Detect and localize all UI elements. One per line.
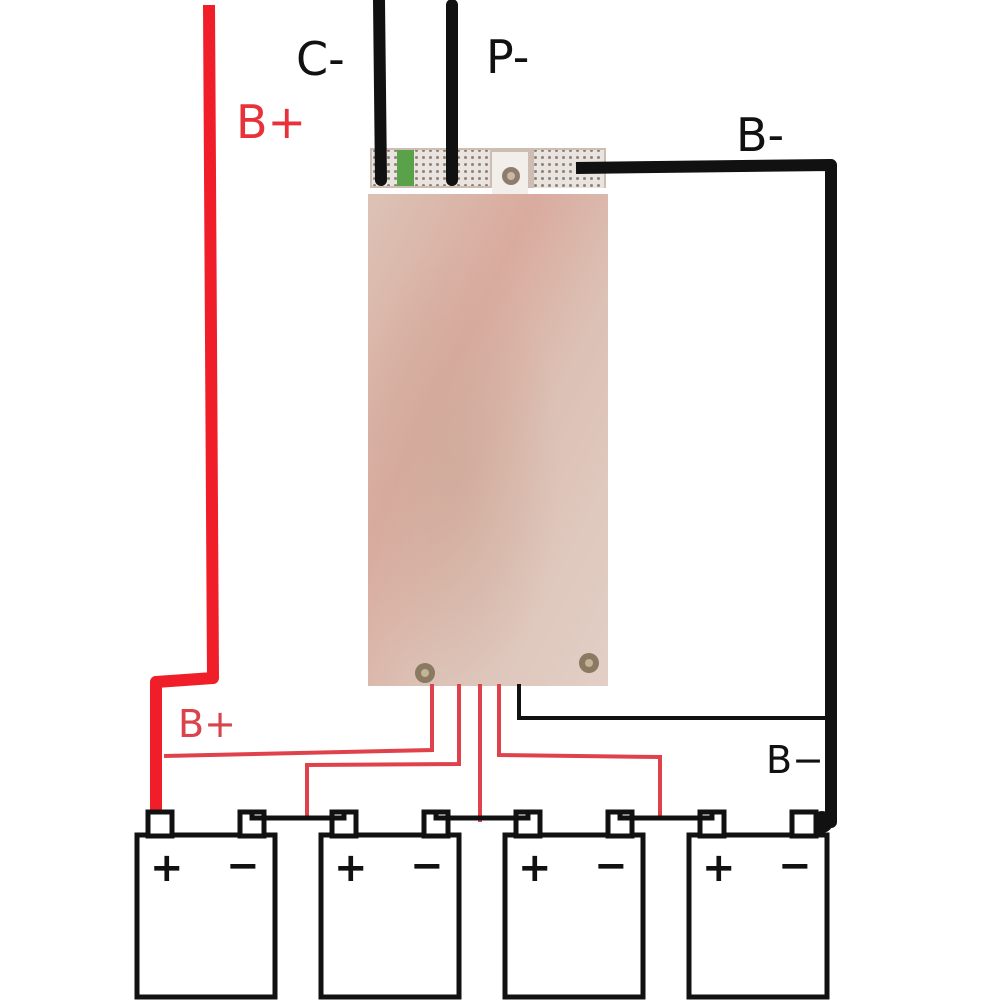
b-minus-label-top: B- [736, 108, 785, 162]
c-minus-label: C- [296, 32, 345, 86]
battery-cell-3 [502, 809, 646, 1000]
bms-board [368, 148, 608, 686]
battery-cell-2 [318, 809, 462, 1000]
c-minus-wire [373, 0, 387, 186]
cell-1-plus-sign: + [150, 845, 184, 891]
p-minus-label: P- [486, 30, 530, 84]
battery-cell-1 [134, 809, 278, 1000]
balance-leads [163, 684, 662, 822]
cell-2-minus-sign: − [410, 843, 444, 889]
b-minus-wire [575, 159, 837, 828]
b-plus-wire [150, 4, 219, 826]
cell-2-plus-sign: + [334, 845, 368, 891]
b-minus-balance-wire [517, 684, 826, 720]
b-plus-label-bottom: B+ [178, 702, 236, 746]
cell-3-plus-sign: + [518, 845, 552, 891]
green-component [397, 150, 415, 186]
cell-1-minus-sign: − [226, 843, 260, 889]
cell-3-minus-sign: − [594, 843, 628, 889]
b-minus-label-bottom: B− [766, 738, 824, 782]
battery-cell-4 [686, 809, 830, 1000]
cell-4-minus-sign: − [778, 843, 812, 889]
series-links [249, 812, 715, 821]
b-plus-label-top: B+ [236, 95, 307, 149]
cell-4-plus-sign: + [702, 845, 736, 891]
